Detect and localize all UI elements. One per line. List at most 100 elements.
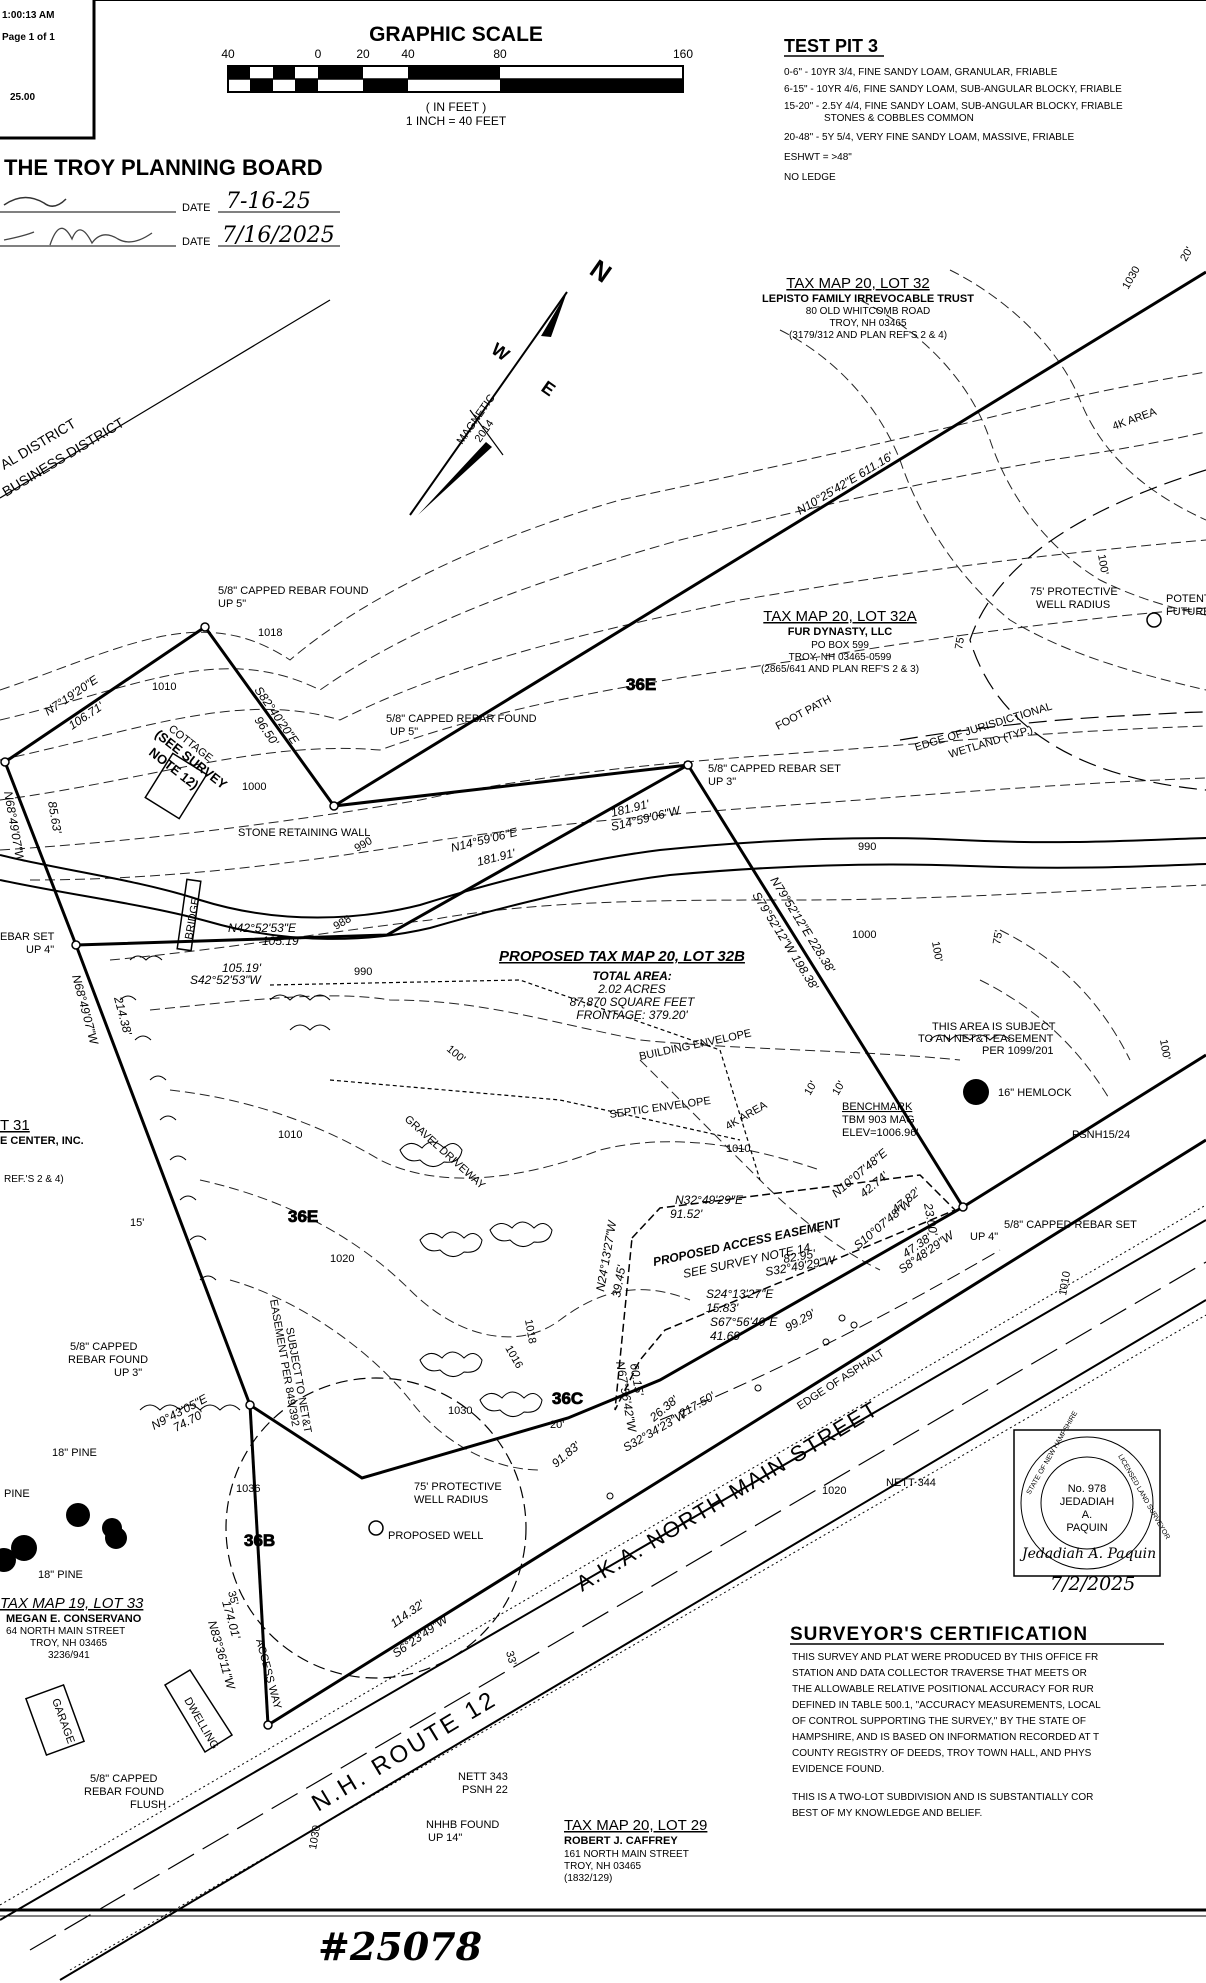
- pine-tree-1: [66, 1503, 90, 1527]
- rebar-note-5: 5/8" CAPPED: [70, 1341, 138, 1353]
- rebar-note-4: EBAR SET: [0, 931, 55, 943]
- lot33-label: TAX MAP 19, LOT 33 MEGAN E. CONSERVANO 6…: [0, 1595, 144, 1661]
- protective-label-1b: WELL RADIUS: [1036, 599, 1110, 611]
- lot32-address: 80 OLD WHITCOMB ROAD: [806, 306, 930, 317]
- rebar-marker-5: [245, 1400, 255, 1410]
- contour-1010-a: 1010: [152, 681, 176, 693]
- soil-label-36e-north: 36E: [626, 675, 656, 694]
- lot32a-owner: FUR DYNASTY, LLC: [788, 626, 893, 638]
- bearing-b49: 23.00': [921, 1201, 941, 1237]
- plan-number-stamp: #25078: [318, 1924, 482, 1969]
- rebar-marker-6: [958, 1202, 968, 1212]
- test-pit-line-7: NO LEDGE: [784, 172, 836, 183]
- dim-100-d: 100': [1157, 1038, 1172, 1060]
- rebar-note-5b: REBAR FOUND: [68, 1354, 148, 1366]
- rebar-note-6b: UP 4": [970, 1231, 998, 1243]
- rebar-note-2b: UP 5": [390, 726, 418, 738]
- rebar-marker-2: [329, 801, 339, 811]
- pine-label-1: 18" PINE: [52, 1447, 97, 1459]
- contour-990-c: 990: [858, 841, 876, 853]
- lot29-title: TAX MAP 20, LOT 29: [564, 1817, 707, 1834]
- test-pit-line-2: 6-15" - 10YR 4/6, FINE SANDY LOAM, SUB-A…: [784, 84, 1122, 95]
- dim-100-b: 100': [929, 940, 944, 962]
- bearing-b17: 85.63': [45, 800, 65, 835]
- rebar-note-6: 5/8" CAPPED REBAR SET: [1004, 1219, 1137, 1231]
- lot29-ref: (1832/129): [564, 1873, 612, 1884]
- lot31-title: T 31: [0, 1117, 30, 1134]
- rebar-note-1b: UP 5": [218, 598, 246, 610]
- pine-tree-3: [11, 1535, 37, 1561]
- pine-tree-4: [105, 1527, 127, 1549]
- psnh-22-label: PSNH 22: [462, 1784, 508, 1796]
- scale-tick-0: 0: [315, 47, 322, 61]
- scale-tick-160: 160: [673, 47, 693, 61]
- seal-name-1: JEDADIAH: [1060, 1496, 1114, 1508]
- approval-date-2: 7/16/2025: [222, 223, 335, 248]
- scale-tick-40b: 40: [401, 47, 415, 61]
- lot32-city: TROY, NH 03465: [829, 318, 907, 329]
- contour-1010-d: 1010: [1057, 1270, 1073, 1296]
- nett-344-label: NETT 344: [886, 1477, 936, 1489]
- test-pit-line-5: 20-48" - 5Y 5/4, VERY FINE SANDY LOAM, M…: [784, 132, 1074, 143]
- bearing-b29: 91.52': [670, 1207, 703, 1221]
- rebar-note-4b: UP 4": [26, 944, 54, 956]
- lot31-ref: REF.'S 2 & 4): [4, 1174, 64, 1185]
- lot33-line: [248, 1404, 270, 1726]
- contour-1018-a: 1018: [258, 627, 282, 639]
- pine-tree-5: [0, 1548, 16, 1572]
- surveyor-certification: SURVEYOR'S CERTIFICATION THIS SURVEY AND…: [790, 1624, 1164, 1819]
- scale-tick-80: 80: [493, 47, 507, 61]
- lot29-label: TAX MAP 20, LOT 29 ROBERT J. CAFFREY 161…: [564, 1817, 707, 1884]
- lot32b-frontage: FRONTAGE: 379.20': [576, 1008, 688, 1022]
- certification-line-9: THIS IS A TWO-LOT SUBDIVISION AND IS SUB…: [792, 1792, 1093, 1803]
- hemlock-tree: [963, 1079, 989, 1105]
- scale-units: ( IN FEET ): [426, 100, 486, 114]
- certification-line-3: THE ALLOWABLE RELATIVE POSITIONAL ACCURA…: [792, 1684, 1094, 1695]
- contour-1000-a: 1000: [242, 781, 266, 793]
- brook: [0, 837, 1206, 940]
- benchmark-label: BENCHMARK: [842, 1101, 913, 1113]
- stone-wall-label: STONE RETAINING WALL: [238, 827, 370, 839]
- title-block-time: 1:00:13 AM: [2, 10, 54, 21]
- dim-15: 15': [130, 1217, 144, 1229]
- nett-343-label: NETT 343: [458, 1771, 508, 1783]
- certification-line-2: STATION AND DATA COLLECTOR TRAVERSE THAT…: [792, 1668, 1087, 1679]
- test-pit-line-3: 15-20" - 2.5Y 4/4, FINE SANDY LOAM, SUB-…: [784, 101, 1123, 112]
- soil-label-36b: 36B: [244, 1531, 275, 1550]
- septic-envelope: [329, 1079, 741, 1141]
- seal-signature: Jedadiah A. Paquin: [1019, 1546, 1156, 1562]
- proposed-well-label: PROPOSED WELL: [388, 1530, 483, 1542]
- approval-date-1: 7-16-25: [226, 189, 311, 214]
- wetland-edge: [899, 711, 1206, 741]
- signature-1: [3, 196, 67, 207]
- contour-1030-c: 1030: [307, 1824, 323, 1850]
- cottage-structure: [144, 752, 208, 820]
- bearing-b38: S24°13'27"E: [706, 1287, 774, 1301]
- pine-label-2: PINE: [4, 1488, 30, 1500]
- test-pit-line-1: 0-6" - 10YR 3/4, FINE SANDY LOAM, GRANUL…: [784, 67, 1058, 78]
- seal-name-3: PAQUIN: [1066, 1522, 1107, 1534]
- bearing-b39: 15.83': [706, 1301, 739, 1315]
- trees: [0, 1079, 989, 1572]
- well-radius-south: [225, 1377, 527, 1679]
- garage-structure: [24, 1684, 86, 1756]
- rebar-note-3b: UP 3": [708, 776, 736, 788]
- planning-board-approval: THE TROY PLANNING BOARD DATE 7-16-25 DAT…: [0, 155, 340, 248]
- lot29-city: TROY, NH 03465: [564, 1861, 642, 1872]
- contour-1036: 1036: [236, 1483, 260, 1495]
- lot32b-area-label: TOTAL AREA:: [592, 969, 672, 983]
- dim-33: 33': [503, 1650, 518, 1667]
- lot32-owner: LEPISTO FAMILY IRREVOCABLE TRUST: [762, 293, 974, 305]
- pine-label-3: 18" PINE: [38, 1569, 83, 1581]
- bearing-b28: N32°49'29"E: [675, 1193, 744, 1207]
- subject-label-3: PER 1099/201: [982, 1045, 1054, 1057]
- test-pit-notes: TEST PIT 3 0-6" - 10YR 3/4, FINE SANDY L…: [784, 36, 1123, 183]
- test-pit-line-4: STONES & COBBLES COMMON: [824, 113, 974, 124]
- lot32b-label: PROPOSED TAX MAP 20, LOT 32B TOTAL AREA:…: [499, 948, 745, 1022]
- elev-label: ELEV=1006.96': [842, 1127, 918, 1139]
- graphic-scale-title: GRAPHIC SCALE: [369, 23, 543, 46]
- certification-line-8: EVIDENCE FOUND.: [792, 1764, 884, 1775]
- structures: [24, 612, 1162, 1756]
- rebar-marker-3: [683, 760, 693, 770]
- certification-line-1: THIS SURVEY AND PLAT WERE PRODUCED BY TH…: [792, 1652, 1098, 1663]
